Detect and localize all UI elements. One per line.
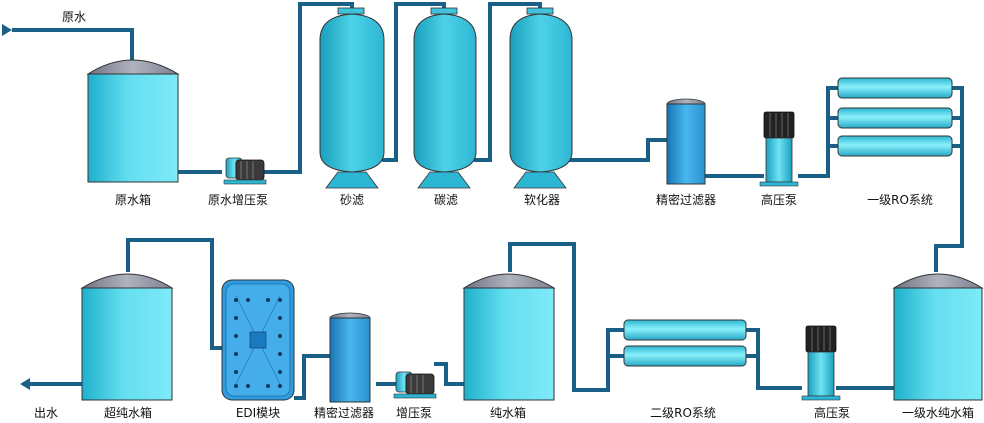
softener-label: 软化器 xyxy=(523,193,561,207)
precision-filter-1 xyxy=(666,98,706,185)
pipe-carbon-to-softener xyxy=(474,2,542,162)
high-pressure-pump-2 xyxy=(801,325,841,401)
pipe-ro2-to-pure-tank xyxy=(508,242,624,392)
raw-water-booster-pump-label: 原水增压泵 xyxy=(207,193,269,207)
high-pressure-pump-2-label: 高压泵 xyxy=(813,406,851,420)
stage1-pure-water-tank-label: 一级水纯水箱 xyxy=(901,406,975,420)
pure-water-tank-label: 纯水箱 xyxy=(489,406,527,420)
pipe-ro1-outlet-manifold xyxy=(952,86,964,148)
pipe-network xyxy=(12,2,964,400)
carbon-filter-label: 碳滤 xyxy=(433,193,459,207)
precision-filter-2 xyxy=(329,312,371,403)
water-out-label: 出水 xyxy=(33,406,59,420)
pipe-ro1-to-stage1-tank xyxy=(934,146,964,272)
precision-filter-1-label: 精密过滤器 xyxy=(655,193,717,207)
pipe-hp-pump-to-ro2 xyxy=(745,328,802,390)
ultrapure-water-tank xyxy=(80,273,174,401)
pipe-softener-to-filter xyxy=(568,138,668,162)
pipe-pump-to-sand xyxy=(262,2,354,174)
pure-water-tank xyxy=(462,273,556,401)
high-pressure-pump-1 xyxy=(759,111,799,187)
raw-water-in-label: 原水 xyxy=(62,10,87,24)
high-pressure-pump-1-label: 高压泵 xyxy=(760,193,798,207)
ro-stage-1-membranes xyxy=(837,77,953,157)
softener-vessel xyxy=(509,7,573,189)
edi-module-label: EDI模块 xyxy=(235,406,281,420)
pipe-raw-inlet xyxy=(12,28,134,60)
stage1-pure-water-tank xyxy=(892,273,984,401)
inlet-arrow-icon xyxy=(2,24,12,36)
outlet-arrow-icon xyxy=(20,378,30,390)
sand-filter-vessel xyxy=(319,7,385,189)
pipe-pure-tank-to-booster xyxy=(434,362,464,386)
sand-filter-label: 砂滤 xyxy=(339,193,365,207)
ro-stage-2-label: 二级RO系统 xyxy=(650,406,716,420)
raw-water-tank-label: 原水箱 xyxy=(114,193,152,207)
booster-pump-2-label: 增压泵 xyxy=(395,406,433,420)
pipe-edi-to-ultrapure-tank xyxy=(126,238,222,350)
pipe-booster-to-filter2 xyxy=(294,354,396,400)
booster-pump-2 xyxy=(393,371,437,399)
edi-module xyxy=(221,279,295,401)
pipe-ro1-inlet-manifold xyxy=(828,116,838,148)
ro-stage-1-label: 一级RO系统 xyxy=(867,193,933,207)
ro-stage-2-membranes xyxy=(623,319,747,367)
pipe-sand-to-carbon xyxy=(382,2,446,162)
precision-filter-2-label: 精密过滤器 xyxy=(313,406,375,420)
raw-water-tank xyxy=(86,59,180,183)
raw-water-booster-pump xyxy=(223,157,267,185)
ultrapure-water-tank-label: 超纯水箱 xyxy=(103,406,153,420)
pipe-hp-pump-to-ro1 xyxy=(798,86,838,178)
carbon-filter-vessel xyxy=(413,7,477,189)
